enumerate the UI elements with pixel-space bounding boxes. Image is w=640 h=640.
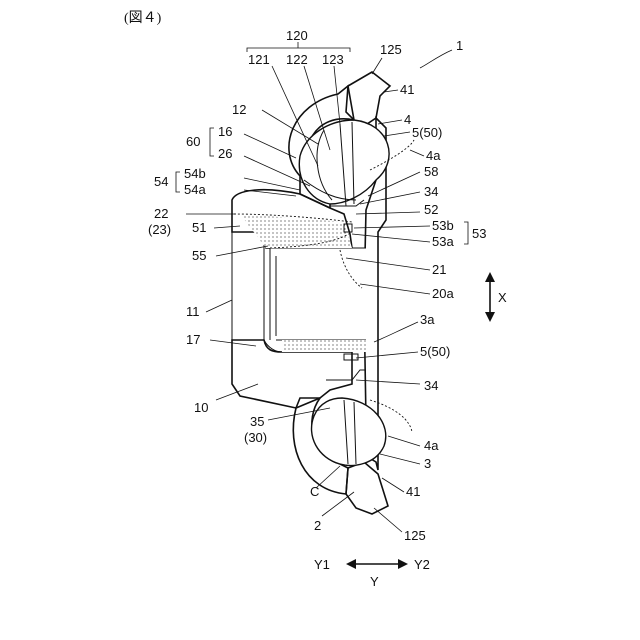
label-35: 35 (250, 414, 264, 429)
label-53: 53 (472, 226, 486, 241)
label-26: 26 (218, 146, 232, 161)
label-5-50-bot: 5(50) (420, 344, 450, 359)
upper-volute (299, 120, 389, 206)
label-16: 16 (218, 124, 232, 139)
label-123: 123 (322, 52, 344, 67)
upper-volute-outline (299, 120, 389, 204)
label-58: 58 (424, 164, 438, 179)
label-1: 1 (456, 38, 463, 53)
label-41-bot: 41 (406, 484, 420, 499)
label-54a: 54a (184, 182, 206, 197)
label-53a: 53a (432, 234, 454, 249)
label-125-top: 125 (380, 42, 402, 57)
label-34-top: 34 (424, 184, 438, 199)
label-60: 60 (186, 134, 200, 149)
label-122: 122 (286, 52, 308, 67)
label-120: 120 (286, 28, 308, 43)
label-4a-top: 4a (426, 148, 441, 163)
label-51: 51 (192, 220, 206, 235)
dotted-region-lower (282, 340, 366, 352)
dotted-region-upper (240, 214, 352, 248)
label-54: 54 (154, 174, 168, 189)
x-direction-arrow (485, 272, 495, 322)
label-12: 12 (232, 102, 246, 117)
label-17: 17 (186, 332, 200, 347)
label-2: 2 (314, 518, 321, 533)
label-3: 3 (424, 456, 431, 471)
label-54b: 54b (184, 166, 206, 181)
label-y2: Y2 (414, 557, 430, 572)
label-11: 11 (186, 304, 200, 319)
label-125-bot: 125 (404, 528, 426, 543)
label-22: 22 (154, 206, 168, 221)
label-4a-bot: 4a (424, 438, 439, 453)
label-121: 121 (248, 52, 270, 67)
label-3a: 3a (420, 312, 435, 327)
label-4: 4 (404, 112, 411, 127)
label-10: 10 (194, 400, 208, 415)
bottom-flange (346, 462, 388, 514)
label-34-bot: 34 (424, 378, 438, 393)
bore (264, 248, 366, 352)
label-c: C (310, 484, 319, 499)
label-21: 21 (432, 262, 446, 277)
label-x: X (498, 290, 507, 305)
label-23: (23) (148, 222, 171, 237)
label-55: 55 (192, 248, 206, 263)
label-52: 52 (424, 202, 438, 217)
label-20a: 20a (432, 286, 454, 301)
label-30: (30) (244, 430, 267, 445)
label-41-top: 41 (400, 82, 414, 97)
hub-left (232, 232, 264, 340)
top-flange (346, 72, 390, 126)
lower-volute-outline (312, 398, 386, 465)
lower-volute (312, 398, 386, 465)
label-5-50-top: 5(50) (412, 125, 442, 140)
y-direction-arrow (346, 559, 408, 569)
label-y1: Y1 (314, 557, 330, 572)
label-y: Y (370, 574, 379, 589)
label-53b: 53b (432, 218, 454, 233)
